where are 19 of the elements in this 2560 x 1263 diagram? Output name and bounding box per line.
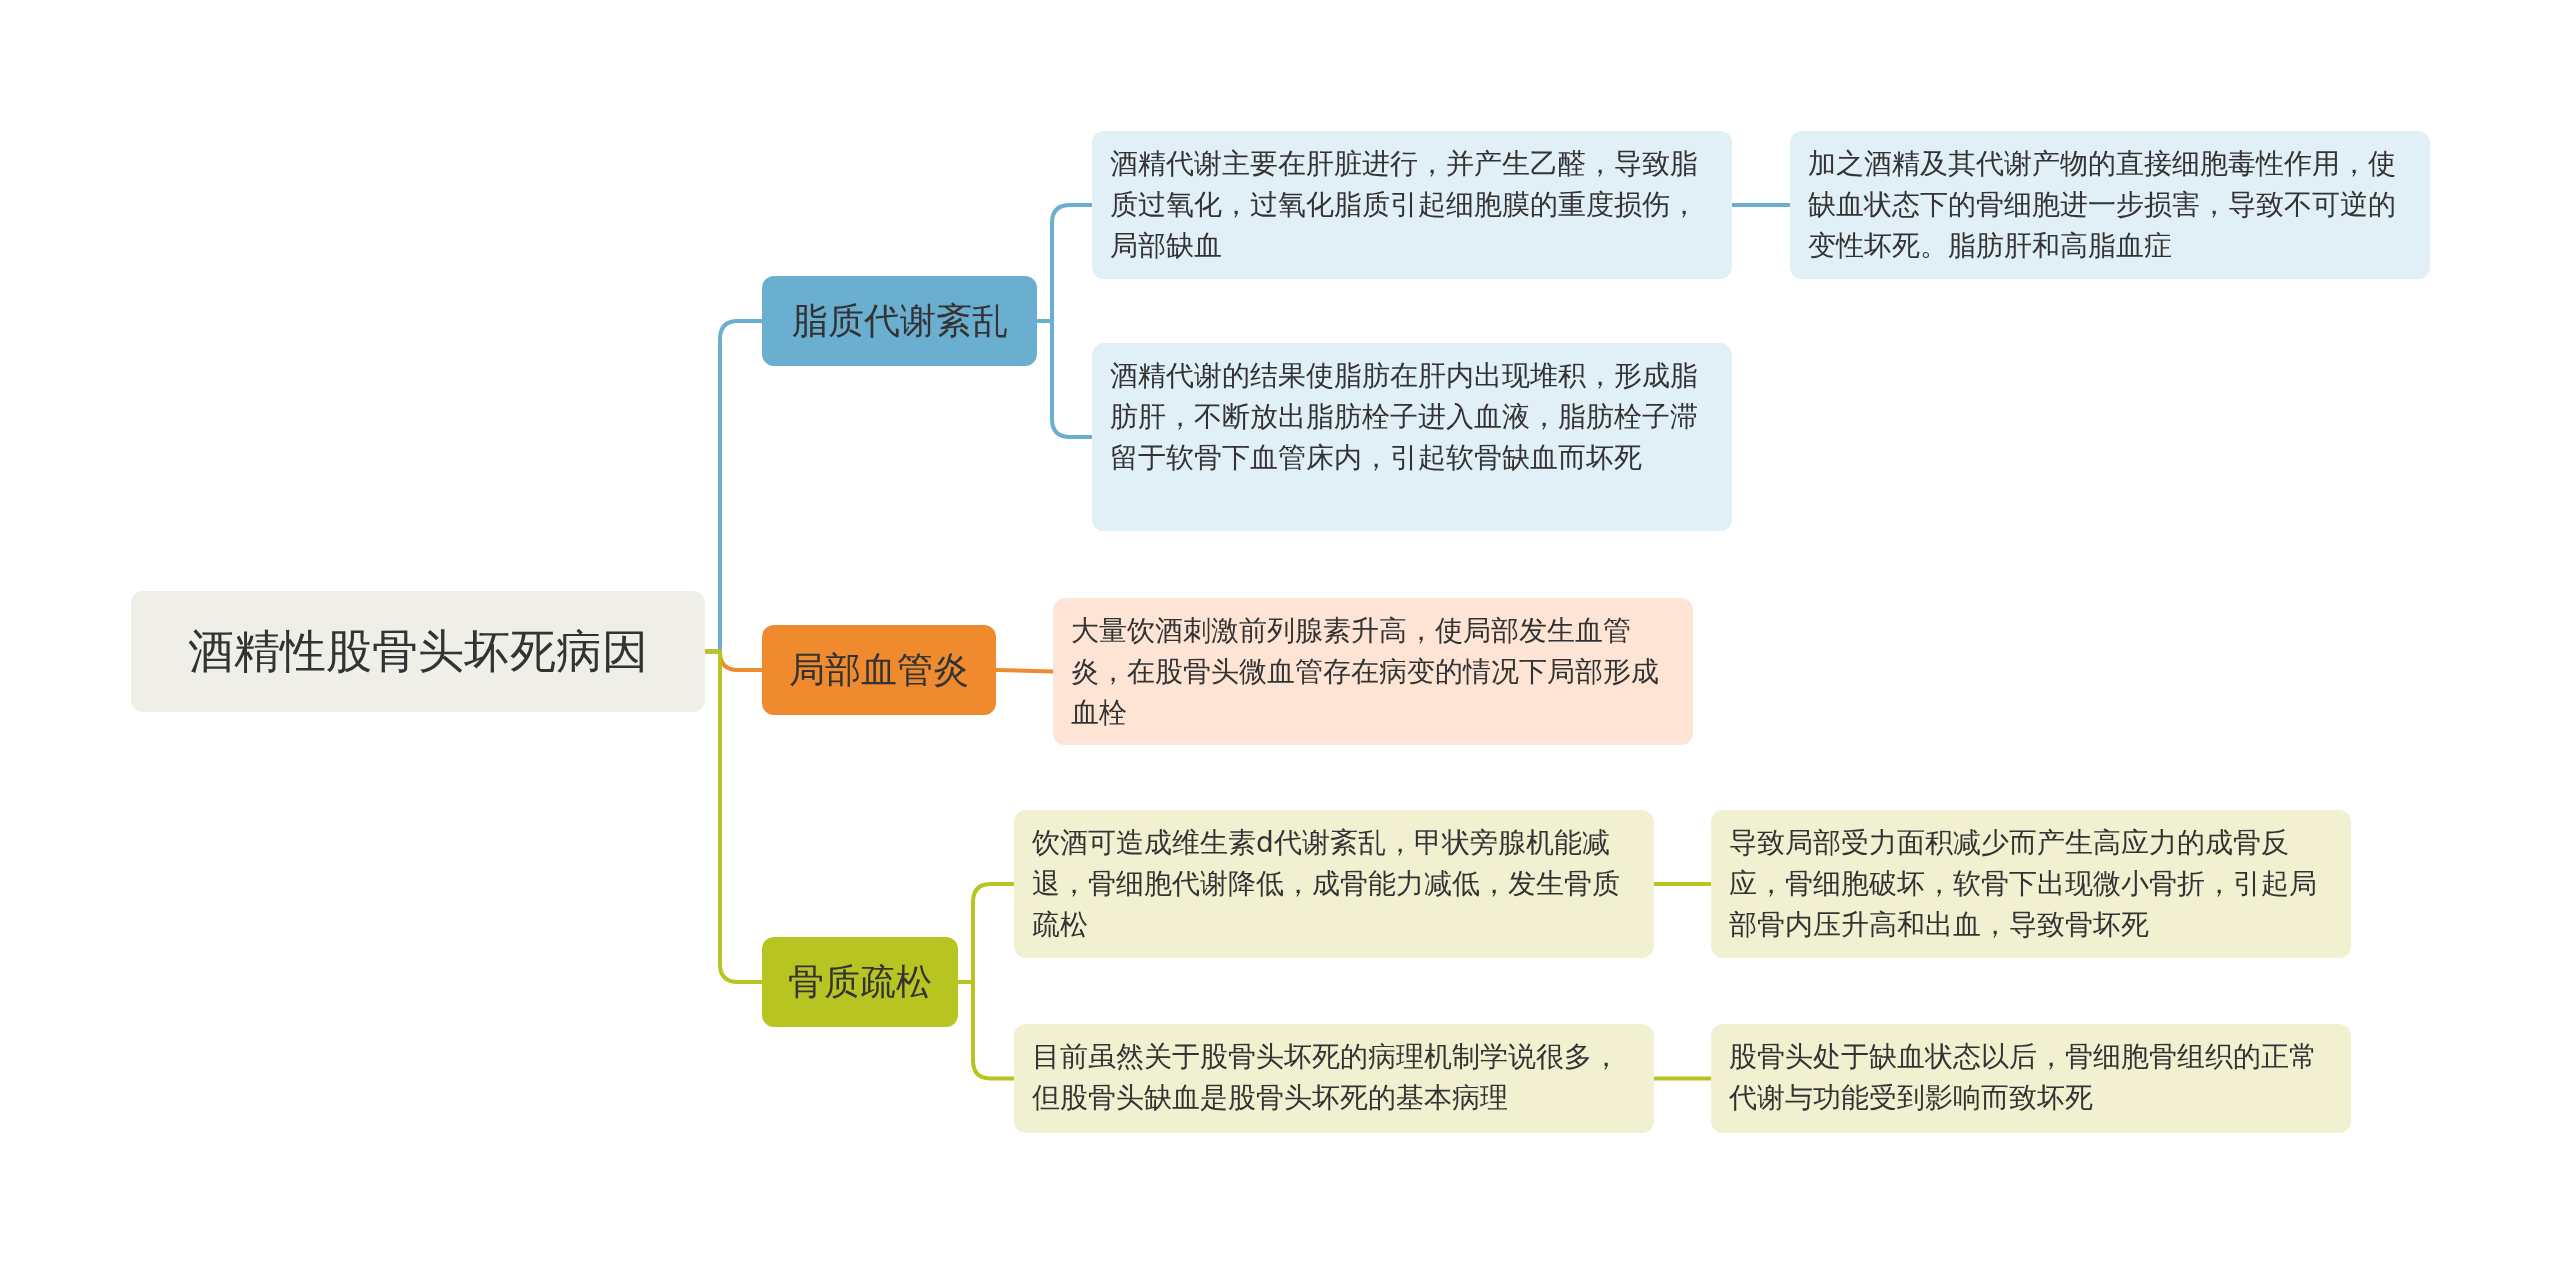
branch-topic-box: 局部血管炎: [762, 625, 996, 715]
subtopic-box: 股骨头处于缺血状态以后，骨细胞骨组织的正常代谢与功能受到影响而致坏死: [1711, 1024, 2351, 1133]
subtopic-box: 饮酒可造成维生素d代谢紊乱，甲状旁腺机能减退，骨细胞代谢降低，成骨能力减低，发生骨质疏松: [1014, 810, 1654, 958]
subtopic-box: 大量饮酒刺激前列腺素升高，使局部发生血管炎，在股骨头微血管存在病变的情况下局部形成血栓: [1053, 598, 1693, 745]
branch-topic-box: 脂质代谢紊乱: [762, 276, 1037, 366]
connector-line: [995, 668, 1054, 674]
connector-line: [705, 649, 762, 984]
subtopic-box: 酒精代谢的结果使脂肪在肝内出现堆积，形成脂肪肝，不断放出脂肪栓子进入血液，脂肪栓子滞留于软骨下血管床内，引起软骨缺血而坏死: [1092, 343, 1732, 531]
connector-line: [1732, 203, 1790, 207]
subtopic-box: 导致局部受力面积减少而产生高应力的成骨反应，骨细胞破坏，软骨下出现微小骨折，引起局部骨内压升高和出血，导致骨坏死: [1711, 810, 2351, 958]
connector-line: [958, 980, 1014, 1081]
subtopic-box: 加之酒精及其代谢产物的直接细胞毒性作用，使缺血状态下的骨细胞进一步损害，导致不可逆的变性坏死。脂肪肝和高脂血症: [1790, 131, 2430, 279]
subtopic-box: 目前虽然关于股骨头坏死的病理机制学说很多，但股骨头缺血是股骨头坏死的基本病理: [1014, 1024, 1654, 1133]
connector-line: [1037, 319, 1092, 439]
connector-line: [1654, 1076, 1711, 1081]
branch-topic-box: 骨质疏松: [762, 937, 958, 1027]
root-topic-box: 酒精性股骨头坏死病因: [131, 591, 705, 712]
connector-line: [1654, 882, 1711, 886]
subtopic-box: 酒精代谢主要在肝脏进行，并产生乙醛，导致脂质过氧化，过氧化脂质引起细胞膜的重度损伤，局部缺血: [1092, 131, 1732, 279]
